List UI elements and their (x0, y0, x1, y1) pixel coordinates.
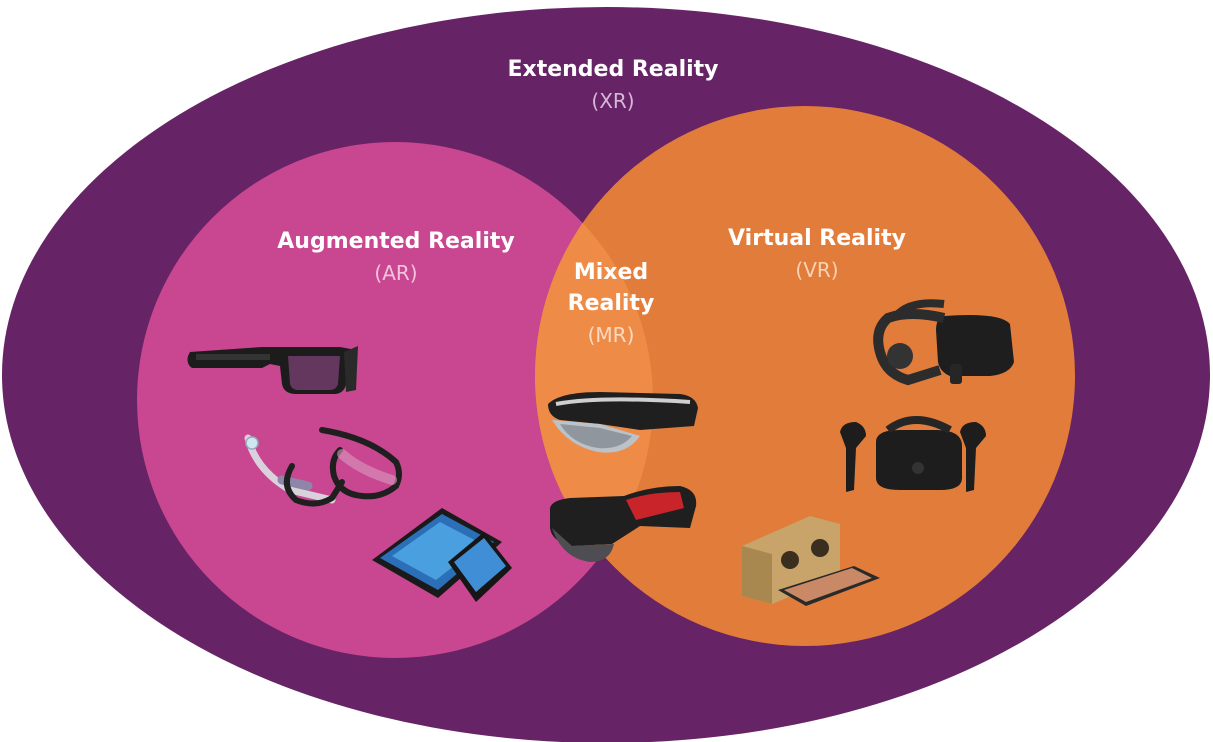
smart-glasses-black-icon (187, 346, 358, 394)
htc-vive-kit-icon (840, 416, 986, 492)
xr-abbr: (XR) (591, 89, 634, 113)
xr-title: Extended Reality (507, 57, 718, 82)
mr-title-line2: Reality (568, 291, 655, 316)
smart-glasses-clear-icon (244, 427, 402, 507)
oculus-rift-headset-icon (873, 299, 1014, 386)
vr-title: Virtual Reality (728, 226, 906, 251)
ar-abbr: (AR) (374, 261, 417, 285)
mr-abbr: (MR) (588, 323, 635, 347)
ar-circle (137, 142, 653, 658)
meta-headset-icon (550, 486, 697, 562)
vr-abbr: (VR) (795, 258, 838, 282)
ar-title: Augmented Reality (277, 229, 514, 254)
hololens-headset-icon (548, 392, 698, 453)
mr-title-line1: Mixed (574, 260, 648, 285)
tablet-and-phone-icon (372, 508, 512, 602)
cardboard-viewer-icon (742, 516, 880, 606)
